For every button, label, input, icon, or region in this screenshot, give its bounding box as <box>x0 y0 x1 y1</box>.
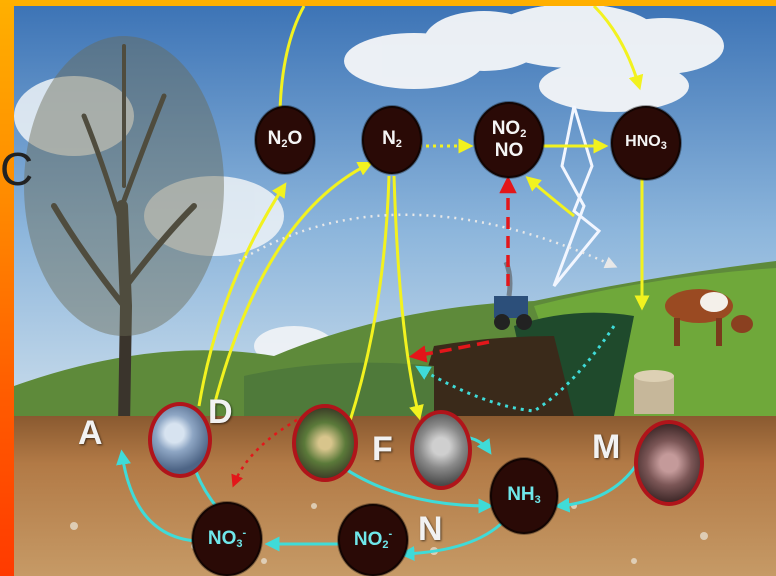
no2m-sub: 2 <box>382 538 389 551</box>
microbe-d-icon <box>148 402 212 478</box>
no2-sub: 2 <box>520 128 527 141</box>
node-no3-minus: NO3- <box>192 502 262 576</box>
arrow-d-to-n2o <box>197 182 287 407</box>
node-nh3: NH3 <box>490 458 558 534</box>
hno3-base: HNO <box>625 132 661 150</box>
no-text: NO <box>494 139 524 161</box>
arrow-top-to-hno3 <box>592 6 644 91</box>
n2o-sub: 2 <box>281 138 288 151</box>
microbe-f-icon <box>410 410 472 490</box>
node-no2-no: NO2 NO <box>474 102 544 178</box>
no2m-sup: - <box>388 527 393 540</box>
node-hno3: HNO3 <box>611 106 681 180</box>
label-n: N <box>418 510 443 548</box>
no3m-base: NO <box>207 527 237 549</box>
arrow-runoff-dotted <box>415 325 616 413</box>
nh3-sub: 3 <box>534 494 541 507</box>
no3m-sup: - <box>242 526 247 539</box>
label-d: D <box>208 393 233 431</box>
no2m-base: NO <box>353 528 383 550</box>
arrow-lightning-to-no <box>525 176 575 218</box>
arrow-n2-to-f <box>392 175 424 421</box>
tree-stump-icon <box>634 370 674 414</box>
plowed-field <box>414 336 574 416</box>
arrow-m-to-nh3 <box>554 460 641 513</box>
nh3-base: NH <box>507 484 535 506</box>
no2-base: NO <box>491 118 521 140</box>
label-f: F <box>372 430 393 468</box>
node-n2o: N2O <box>255 106 315 174</box>
microbe-m-icon <box>634 420 704 506</box>
arrow-legume-to-nh3 <box>333 459 494 514</box>
node-n2: N2 <box>362 106 422 174</box>
n2-sub: 2 <box>395 138 402 151</box>
n2-base: N <box>382 128 396 150</box>
arrow-fertilizer-left <box>408 340 490 363</box>
n2o-base: N <box>267 128 282 150</box>
arrow-d-to-n2 <box>212 161 374 407</box>
arrow-red-dotted <box>231 414 305 488</box>
tree-crown <box>24 36 224 336</box>
hno3-sub: 3 <box>660 139 667 152</box>
legume-root-icon <box>292 404 358 482</box>
crop-row <box>244 362 434 416</box>
node-no2-minus: NO2- <box>338 504 408 576</box>
cow-icon <box>665 289 753 346</box>
tree-icon <box>51 44 197 432</box>
lightning-icon <box>552 105 602 287</box>
no3m-sub: 3 <box>236 537 243 550</box>
label-m: M <box>592 428 621 466</box>
n2o-rest: O <box>287 128 303 150</box>
cloud-left <box>14 76 284 256</box>
label-a: A <box>78 414 103 452</box>
cloud-top <box>344 6 724 112</box>
left-edge-letter: C <box>0 143 34 195</box>
arrow-nh3-to-no2 <box>399 519 506 562</box>
red-arrows <box>231 175 517 488</box>
arrow-no3-to-a <box>116 449 197 543</box>
arrow-n2o-to-top <box>278 6 306 112</box>
